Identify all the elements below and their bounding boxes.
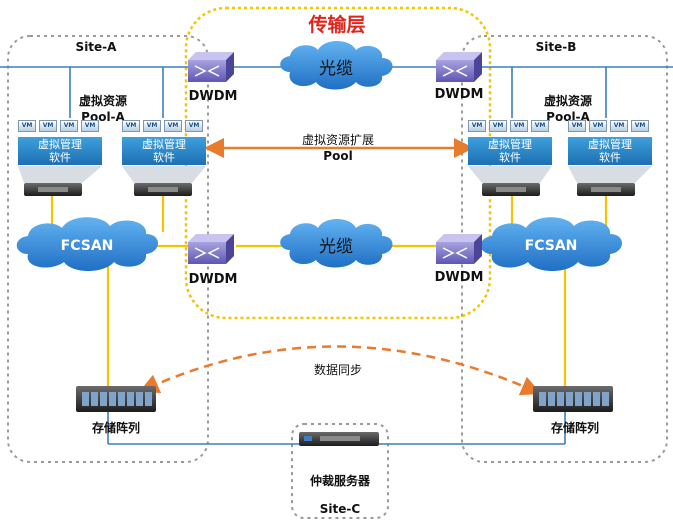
cable-top-label: 光缆: [319, 59, 353, 79]
mgmt-software-line1: 虚拟管理: [142, 138, 186, 151]
dwdm-bottom-left-icon: [188, 234, 234, 264]
fcsan-left-label: FCSAN: [60, 238, 114, 254]
server-site-a-right: [134, 183, 192, 196]
fcsan-right-label: FCSAN: [524, 238, 578, 254]
mgmt-software-line2: 软件: [499, 151, 521, 164]
vm-tile: VM: [510, 120, 528, 132]
vm-tile: VM: [143, 120, 161, 132]
vm-tile: VM: [568, 120, 586, 132]
arbiter-server-label: 仲裁服务器: [309, 474, 371, 488]
fcsan-cloud-left: [16, 217, 158, 271]
storage-right-label: 存储阵列: [550, 421, 600, 435]
site-b-boundary: [461, 35, 668, 463]
server-site-b-right: [577, 183, 635, 196]
mgmt-software-box: 虚拟管理 软件: [568, 137, 652, 165]
mgmt-software-box: 虚拟管理 软件: [468, 137, 552, 165]
cable-bottom-label: 光缆: [319, 237, 353, 257]
vm-tile: VM: [164, 120, 182, 132]
dwdm-bottom-right-label: DWDM: [434, 270, 484, 285]
vm-tile: VM: [610, 120, 628, 132]
mgmt-software-box: 虚拟管理 软件: [18, 137, 102, 165]
server-site-b-left: [482, 183, 540, 196]
mgmt-software-box: 虚拟管理 软件: [122, 137, 206, 165]
mgmt-software-line1: 虚拟管理: [488, 138, 532, 151]
pool-right-label: 虚拟资源 Pool-A: [544, 93, 592, 125]
fcsan-cloud-right: [480, 217, 622, 271]
arbiter-server-icon: [299, 432, 379, 446]
pool-extension-label: 虚拟资源扩展 Pool: [302, 132, 374, 164]
dwdm-top-left-label: DWDM: [188, 89, 238, 104]
site-c-label: Site-C: [319, 502, 361, 516]
vm-tile: VM: [18, 120, 36, 132]
vm-tile: VM: [468, 120, 486, 132]
pool-left-line1: 虚拟资源: [78, 94, 128, 108]
dwdm-top-right-icon: [436, 52, 482, 82]
mgmt-software-line2: 软件: [599, 151, 621, 164]
vm-tile: VM: [81, 120, 99, 132]
mgmt-software-line1: 虚拟管理: [588, 138, 632, 151]
dwdm-bottom-left-label: DWDM: [188, 272, 238, 287]
site-a-label: Site-A: [75, 40, 117, 54]
vm-tile: VM: [631, 120, 649, 132]
mgmt-software-line2: 软件: [49, 151, 71, 164]
pool-extension-line2: Pool: [323, 149, 353, 163]
vm-tile: VM: [122, 120, 140, 132]
storage-array-right-icon: [533, 386, 613, 412]
storage-array-left-icon: [76, 386, 156, 412]
cable-cloud-top: [280, 41, 393, 90]
vm-tile: VM: [185, 120, 203, 132]
mgmt-software-line1: 虚拟管理: [38, 138, 82, 151]
dwdm-bottom-right-icon: [436, 234, 482, 264]
vm-tile: VM: [39, 120, 57, 132]
transport-layer-title: 传输层: [308, 14, 366, 36]
server-site-a-left: [24, 183, 82, 196]
transport-layer-boundary: [184, 6, 492, 320]
site-a-boundary: [7, 35, 209, 463]
storage-left-label: 存储阵列: [91, 421, 141, 435]
dwdm-top-left-icon: [188, 52, 234, 82]
mgmt-software-line2: 软件: [153, 151, 175, 164]
site-b-label: Site-B: [535, 40, 577, 54]
data-sync-arrow: [138, 345, 542, 396]
dwdm-top-right-label: DWDM: [434, 87, 484, 102]
host-stands: [18, 166, 652, 183]
vm-tile: VM: [489, 120, 507, 132]
pool-extension-line1: 虚拟资源扩展: [301, 133, 375, 147]
vm-tile: VM: [60, 120, 78, 132]
cable-cloud-bottom: [280, 219, 393, 268]
vm-tile: VM: [589, 120, 607, 132]
data-sync-label: 数据同步: [313, 363, 363, 377]
site-c-boundary: [291, 423, 389, 519]
vm-tile: VM: [531, 120, 549, 132]
pool-right-line1: 虚拟资源: [543, 94, 593, 108]
